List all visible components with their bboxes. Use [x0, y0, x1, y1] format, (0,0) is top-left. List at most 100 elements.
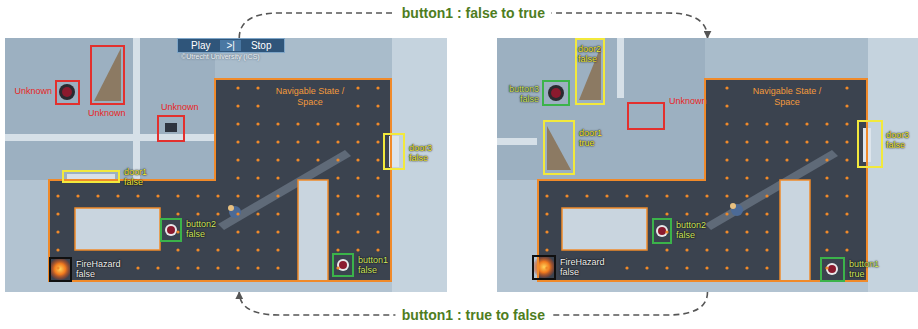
region-outline	[537, 78, 868, 282]
waypoint-dot	[665, 248, 668, 251]
waypoint-dot	[256, 194, 259, 197]
wall-block	[562, 208, 647, 250]
waypoint-dot	[725, 86, 728, 89]
marker-frame	[49, 257, 72, 282]
scene-shape	[730, 203, 736, 209]
waypoint-dot	[645, 194, 648, 197]
scene-shape	[828, 265, 836, 273]
marker-frame	[543, 120, 575, 175]
marker-frame	[62, 170, 120, 183]
waypoint-dot	[376, 194, 379, 197]
state-name: button3	[509, 84, 539, 94]
waypoint-dot	[256, 140, 259, 143]
waypoint-dot	[725, 230, 728, 233]
marker-label: door3false	[886, 130, 909, 150]
scene-shape	[656, 225, 668, 237]
marker-frame	[332, 253, 354, 277]
marker-label: door1true	[579, 128, 602, 148]
waypoint-dot	[96, 194, 99, 197]
waypoint-dot	[645, 266, 648, 269]
state-name: Unknown	[669, 96, 707, 106]
marker-label: FireHazardfalse	[560, 257, 605, 277]
door-marker: door2false	[575, 38, 605, 105]
region-label: Navigable State / Space	[270, 86, 350, 108]
waypoint-dot	[256, 86, 259, 89]
waypoint-dot	[276, 266, 279, 269]
waypoint-dot	[156, 194, 159, 197]
button-marker: button1true	[820, 257, 845, 282]
waypoint-dot	[565, 194, 568, 197]
wall-block	[298, 180, 328, 282]
waypoint-dot	[745, 248, 748, 251]
waypoint-dot	[685, 248, 688, 251]
waypoint-dot	[825, 266, 828, 269]
transition-label: button1 : false to true	[396, 5, 551, 21]
state-value: false	[186, 229, 216, 239]
waypoint-dot	[745, 176, 748, 179]
waypoint-dot	[116, 194, 119, 197]
waypoint-dot	[276, 140, 279, 143]
waypoint-dot	[276, 248, 279, 251]
scene-shape	[165, 123, 177, 132]
waypoint-dot	[765, 194, 768, 197]
waypoint-dot	[376, 248, 379, 251]
waypoint-dot	[376, 122, 379, 125]
navigable-region: Navigable State / Space	[48, 78, 392, 282]
waypoint-dot	[376, 104, 379, 107]
waypoint-dot	[376, 230, 379, 233]
waypoint-dot	[256, 248, 259, 251]
state-name: Unknown	[88, 108, 126, 118]
waypoint-dot	[336, 212, 339, 215]
waypoint-dot	[256, 230, 259, 233]
waypoint-dot	[625, 266, 628, 269]
waypoint-dot	[745, 194, 748, 197]
region-name: Navigable State / Space	[747, 86, 827, 108]
waypoint-dot	[825, 194, 828, 197]
waypoint-dot	[276, 176, 279, 179]
waypoint-dot	[276, 212, 279, 215]
waypoint-dot	[785, 122, 788, 125]
marker-frame	[857, 120, 883, 168]
navigable-region: Navigable State / Space	[537, 78, 868, 282]
waypoint-dot	[296, 158, 299, 161]
waypoint-dot	[725, 140, 728, 143]
waypoint-dot	[336, 266, 339, 269]
waypoint-dot	[725, 158, 728, 161]
scene-shape	[337, 259, 349, 271]
waypoint-dot	[316, 158, 319, 161]
waypoint-dot	[176, 212, 179, 215]
state-name: door3	[886, 130, 909, 140]
waypoint-dot	[276, 194, 279, 197]
waypoint-dot	[765, 140, 768, 143]
waypoint-dot	[845, 194, 848, 197]
waypoint-dot	[825, 230, 828, 233]
waypoint-dot	[236, 86, 239, 89]
waypoint-dot	[805, 122, 808, 125]
waypoint-dot	[705, 194, 708, 197]
state-name: button1	[849, 259, 879, 269]
game-scene	[497, 38, 918, 292]
waypoint-dot	[845, 230, 848, 233]
game-screenshot: Play>|StopUnknownUnknownUnknownNavigable…	[5, 38, 447, 292]
waypoint-dot	[745, 122, 748, 125]
marker-label: Unknown	[14, 86, 52, 96]
region-outline	[48, 78, 392, 282]
game-screenshot: door2false button3 false door1true Unknown Na…	[497, 38, 918, 292]
marker-frame	[160, 218, 182, 242]
waypoint-dot	[216, 194, 219, 197]
door-marker: door1false	[62, 170, 120, 183]
waypoint-dot	[805, 158, 808, 161]
waypoint-dot	[336, 230, 339, 233]
scene-shape	[5, 38, 447, 292]
marker-label: button1false	[358, 255, 388, 275]
unknown-marker: Unknown	[55, 80, 80, 105]
scene-shape	[537, 78, 868, 282]
waypoint-dot	[156, 266, 159, 269]
state-value: false	[886, 140, 909, 150]
waypoint-dot	[236, 230, 239, 233]
hazard-marker: FireHazardfalse	[49, 257, 72, 282]
waypoint-dot	[745, 212, 748, 215]
waypoint-dot	[705, 266, 708, 269]
waypoint-dot	[216, 266, 219, 269]
marker-frame	[652, 218, 672, 244]
